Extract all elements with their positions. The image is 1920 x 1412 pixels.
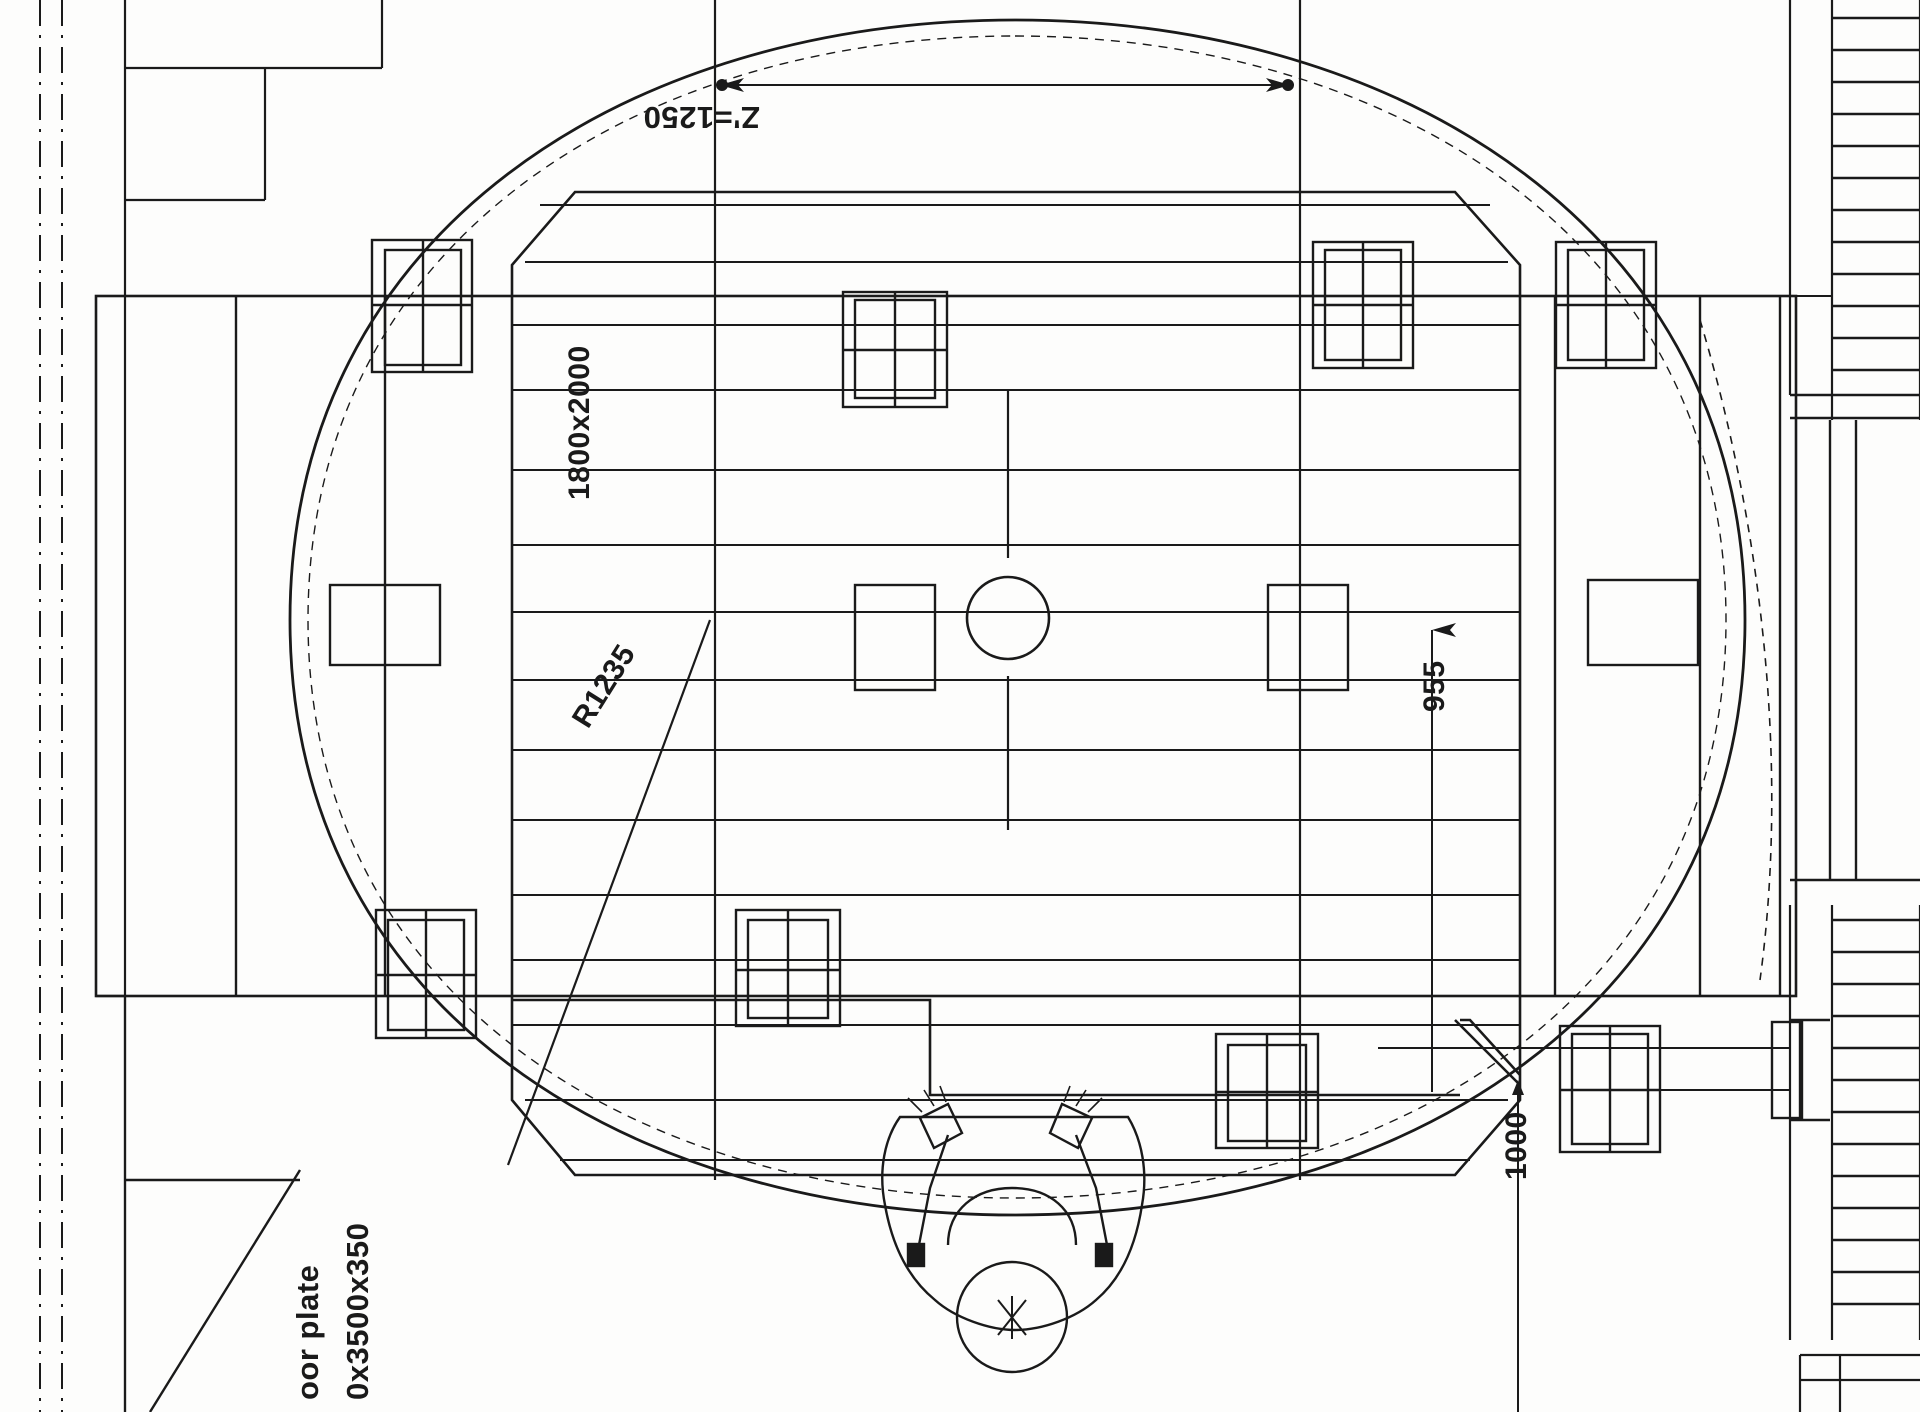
- mount-pad-group: [328, 238, 1700, 1154]
- dimension-1000: [1512, 1080, 1524, 1412]
- lower-step-outline: [512, 998, 1521, 1097]
- note-floor-plate-line1: oor plate: [290, 1264, 325, 1400]
- dimension-955: [1378, 623, 1520, 1092]
- platform-octagon: [510, 190, 1522, 1177]
- stair-rails-lower: [1788, 905, 1920, 1340]
- swing-envelope-outline: [288, 18, 1747, 1217]
- stair-treads-upper: [1832, 16, 1920, 372]
- right-dashed-arc: [1699, 319, 1773, 981]
- platform-vertical-lines: [713, 0, 1302, 1180]
- carriage-vertical-divisions: [234, 296, 1782, 996]
- extension-lines-right: [1520, 295, 1832, 1091]
- grid-line-dashdot-left: [39, 0, 63, 1412]
- slew-ring-circle: [965, 575, 1051, 661]
- note-floor-plate-line2: 0x3500x350: [340, 1222, 375, 1400]
- platform-ribs: [512, 204, 1520, 1161]
- floor-plate-leader: [125, 1169, 302, 1412]
- swing-envelope-inner-dashed: [307, 35, 1727, 1199]
- dimension-z-prime: [716, 78, 1294, 92]
- dimension-label-1000: 1000: [1500, 1111, 1533, 1180]
- left-column-block: [123, 0, 384, 1412]
- human-figure-scale-symbol: [881, 1085, 1146, 1374]
- dimension-label-z-prime: Z'=1250: [643, 100, 760, 135]
- stair-treads-lower: [1832, 918, 1920, 1306]
- radius-leader-r1235: [506, 619, 712, 1166]
- bottom-left-structure: [96, 994, 127, 1412]
- drawing-geometry: [39, 0, 1920, 1412]
- chamfer-bottom-right: [1454, 1019, 1521, 1086]
- dimension-label-pad-size: 1800x2000: [563, 345, 596, 500]
- dimension-label-955: 955: [1418, 660, 1451, 712]
- far-right-rail-lines: [1798, 1353, 1920, 1412]
- right-platform-detail: [1770, 393, 1920, 1122]
